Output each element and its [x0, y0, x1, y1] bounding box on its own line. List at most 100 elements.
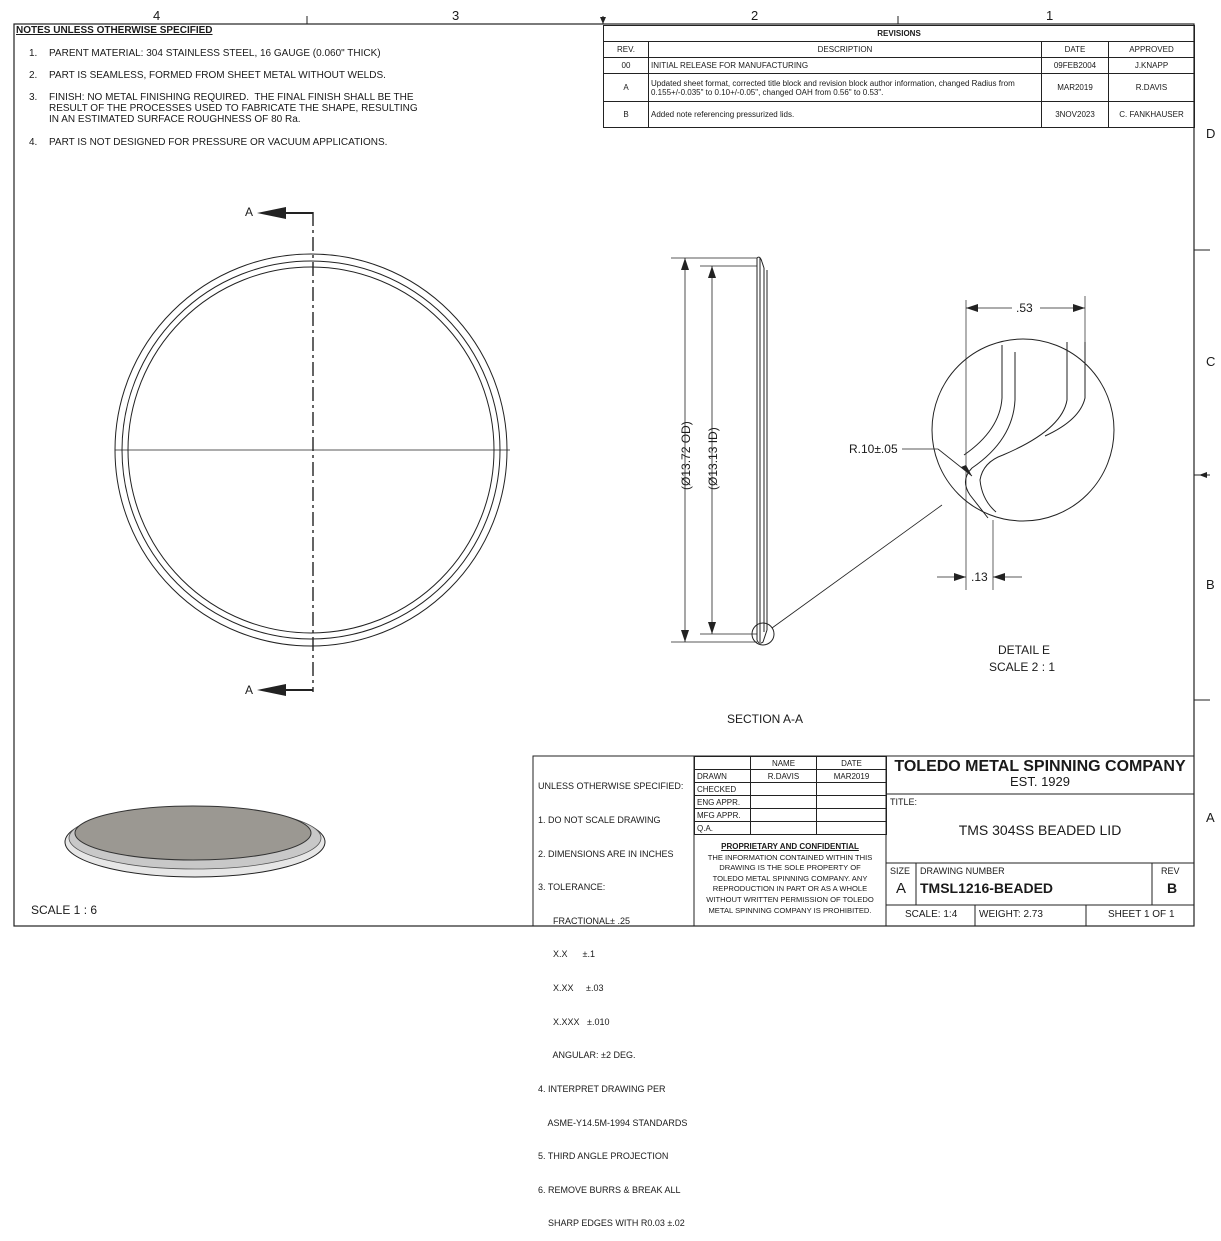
zone-label-right-b: B: [1206, 577, 1215, 592]
part-weight: WEIGHT: 2.73: [979, 909, 1043, 920]
revision-header-rev: REV.: [603, 41, 649, 58]
zone-label-top-2: 2: [751, 8, 759, 23]
isometric-view: [64, 805, 326, 878]
note-text: PARENT MATERIAL: 304 STAINLESS STEEL, 16…: [49, 48, 381, 59]
note-number: 2.: [29, 70, 38, 81]
signature-date: [816, 782, 887, 796]
signature-row: DRAWN R.DAVIS MAR2019: [694, 769, 887, 783]
drawing-title: TMS 304SS BEADED LID: [958, 822, 1122, 838]
tolerance-line: SHARP EDGES WITH R0.03 ±.02: [538, 1218, 685, 1229]
signature-date: MAR2019: [816, 769, 887, 783]
revision-row: 00 INITIAL RELEASE FOR MANUFACTURING 09F…: [603, 57, 1196, 74]
tolerance-line: X.XXX ±.010: [538, 1016, 610, 1027]
note-3: 3. FINISH: NO METAL FINISHING REQUIRED. …: [29, 92, 449, 126]
id-dimension: (Ø13.13 ID): [706, 427, 720, 490]
tolerance-block: UNLESS OTHERWISE SPECIFIED: 1. DO NOT SC…: [538, 759, 687, 1241]
revision-date: 09FEB2004: [1041, 57, 1109, 74]
proprietary-line: WITHOUT WRITTEN PERMISSION OF TOLEDO: [706, 894, 874, 904]
proprietary-line: REPRODUCTION IN PART OR AS A WHOLE: [712, 884, 868, 894]
od-dimension: (Ø13.72 OD): [679, 421, 693, 490]
diameter-symbol: Ø: [706, 476, 720, 486]
revision-rev: B: [603, 101, 649, 128]
drawing-scale: SCALE: 1:4: [905, 909, 958, 920]
section-marker-top: A: [245, 205, 254, 219]
detail-thickness-dimension: .13: [971, 570, 988, 584]
tolerance-line: UNLESS OTHERWISE SPECIFIED:: [538, 781, 684, 792]
note-1: 1. PARENT MATERIAL: 304 STAINLESS STEEL,…: [29, 48, 449, 60]
revision-description: INITIAL RELEASE FOR MANUFACTURING: [648, 57, 1042, 74]
signature-date: [816, 821, 887, 835]
revision-row: A Updated sheet format, corrected title …: [603, 73, 1196, 102]
notes-title: NOTES UNLESS OTHERWISE SPECIFIED: [16, 25, 213, 36]
revision-approved: R.DAVIS: [1107, 73, 1196, 102]
id-dimension-value: 13.13 ID: [706, 431, 720, 477]
revision-header-approved: APPROVED: [1107, 41, 1196, 58]
signature-header-date: DATE: [816, 756, 887, 770]
drawing-sheet: [13, 16, 1210, 927]
zone-label-right-a: A: [1206, 810, 1215, 825]
signature-row: Q.A.: [694, 821, 887, 835]
section-view: [671, 256, 943, 646]
tolerance-line: ANGULAR: ±2 DEG.: [538, 1050, 636, 1061]
signature-table: NAME DATE DRAWN R.DAVIS MAR2019 CHECKED …: [694, 756, 887, 835]
revision-header-description: DESCRIPTION: [648, 41, 1042, 58]
tolerance-line: 4. INTERPRET DRAWING PER: [538, 1083, 666, 1094]
detail-width-dimension: .53: [1016, 301, 1033, 315]
zone-label-top-3: 3: [452, 8, 460, 23]
revision-rev: 00: [603, 57, 649, 74]
proprietary-notice: PROPRIETARY AND CONFIDENTIAL THE INFORMA…: [694, 842, 886, 916]
signature-header-name: NAME: [750, 756, 817, 770]
tolerance-line: 3. TOLERANCE:: [538, 882, 606, 893]
signature-name: [750, 782, 817, 796]
note-text: FINISH: NO METAL FINISHING REQUIRED. THE…: [49, 92, 418, 125]
note-number: 3.: [29, 92, 38, 103]
tolerance-line: 5. THIRD ANGLE PROJECTION: [538, 1151, 669, 1162]
revision-row: B Added note referencing pressurized lid…: [603, 101, 1196, 128]
revision-table: REVISIONS REV. DESCRIPTION DATE APPROVED…: [602, 25, 1196, 128]
note-2: 2. PART IS SEAMLESS, FORMED FROM SHEET M…: [29, 70, 449, 82]
title-label: TITLE:: [890, 797, 918, 807]
note-number: 1.: [29, 48, 38, 59]
signature-role: CHECKED: [694, 782, 751, 796]
tolerance-line: 6. REMOVE BURRS & BREAK ALL: [538, 1184, 681, 1195]
signature-name: [750, 795, 817, 809]
rev-label: REV: [1161, 866, 1180, 876]
signature-date: [816, 808, 887, 822]
proprietary-line: METAL SPINNING COMPANY IS PROHIBITED.: [708, 905, 872, 915]
tolerance-line: X.XX ±.03: [538, 983, 604, 994]
section-label: SECTION A-A: [727, 712, 804, 726]
revision-date: MAR2019: [1041, 73, 1109, 102]
tolerance-line: X.X ±.1: [538, 949, 595, 960]
diameter-symbol: Ø: [679, 476, 693, 486]
signature-date: [816, 795, 887, 809]
sheet-number: SHEET 1 OF 1: [1108, 909, 1175, 920]
od-dimension-value: 13.72 OD: [679, 425, 693, 477]
signature-role: MFG APPR.: [694, 808, 751, 822]
revision-rev: A: [603, 73, 649, 102]
zone-label-right-d: D: [1206, 126, 1216, 141]
signature-role: Q.A.: [694, 821, 751, 835]
drawing-number-label: DRAWING NUMBER: [920, 866, 1005, 876]
revision-description: Added note referencing pressurized lids.: [648, 101, 1042, 128]
tolerance-line: 1. DO NOT SCALE DRAWING: [538, 815, 661, 826]
drawing-number: TMSL1216-BEADED: [920, 880, 1054, 896]
sheet-size: A: [896, 880, 907, 897]
zone-label-right-c: C: [1206, 354, 1216, 369]
proprietary-line: DRAWING IS THE SOLE PROPERTY OF: [719, 863, 861, 873]
signature-name: [750, 808, 817, 822]
signature-row: MFG APPR.: [694, 808, 887, 822]
detail-view: [902, 296, 1115, 590]
revision-approved: J.KNAPP: [1107, 57, 1196, 74]
revision-description: Updated sheet format, corrected title bl…: [648, 73, 1042, 102]
revision-date: 3NOV2023: [1041, 101, 1109, 128]
note-4: 4. PART IS NOT DESIGNED FOR PRESSURE OR …: [29, 137, 449, 149]
section-marker-bottom: A: [245, 683, 254, 697]
detail-scale: SCALE 2 : 1: [989, 660, 1056, 674]
signature-name: [750, 821, 817, 835]
signature-role: ENG APPR.: [694, 795, 751, 809]
signature-header-role: [694, 756, 751, 770]
iso-scale-label: SCALE 1 : 6: [31, 903, 98, 917]
signature-name: R.DAVIS: [750, 769, 817, 783]
revision-letter: B: [1167, 880, 1178, 896]
zone-label-top-4: 4: [153, 8, 161, 23]
